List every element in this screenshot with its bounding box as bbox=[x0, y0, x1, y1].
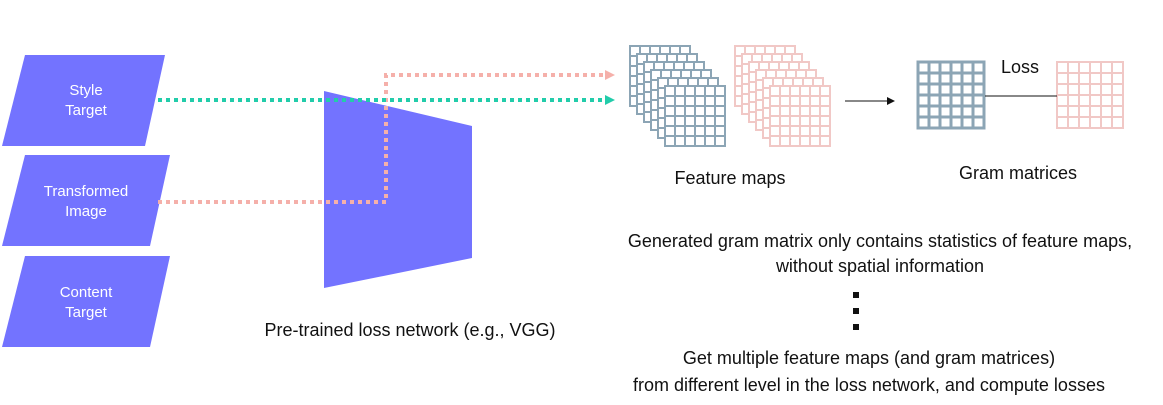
style-gram-grid bbox=[916, 60, 986, 130]
loss-label: Loss bbox=[1000, 57, 1040, 77]
style-target-label-line2: Target bbox=[65, 102, 108, 119]
transformed-feature-map-layer bbox=[769, 85, 831, 147]
style-feature-maps-stack bbox=[629, 45, 726, 147]
multiple-levels-note-line2: from different level in the loss network… bbox=[633, 375, 1105, 395]
gram-matrices-caption: Gram matrices bbox=[958, 163, 1077, 183]
multiple-levels-note: Get multiple feature maps (and gram matr… bbox=[580, 345, 1158, 399]
multiple-levels-note-line1: Get multiple feature maps (and gram matr… bbox=[682, 348, 1056, 368]
transformed-image-label-line1: Transformed bbox=[44, 183, 128, 200]
transformed-gram-grid bbox=[1056, 61, 1124, 129]
transformed-image-label-line2: Image bbox=[65, 203, 107, 220]
loss-network-shape bbox=[324, 91, 472, 288]
network-caption: Pre-trained loss network (e.g., VGG) bbox=[264, 320, 556, 340]
content-target-label-line1: Content bbox=[60, 284, 113, 301]
transformed-image-path bbox=[158, 70, 615, 204]
style-feature-map-layer bbox=[664, 85, 726, 147]
style-target-label-line1: Style bbox=[69, 82, 102, 99]
feature-maps-caption: Feature maps bbox=[674, 168, 786, 188]
vertical-ellipsis bbox=[853, 292, 859, 340]
style-target-input: Style Target bbox=[2, 55, 165, 146]
transformed-feature-maps-stack bbox=[734, 45, 831, 147]
content-target-input: Content Target bbox=[2, 256, 170, 347]
transformed-gram-matrix bbox=[1056, 61, 1124, 129]
spatial-note: Generated gram matrix only contains stat… bbox=[627, 231, 1133, 276]
style-gram-matrix bbox=[916, 60, 986, 130]
transformed-image-input: Transformed Image bbox=[2, 155, 170, 246]
content-target-label-line2: Target bbox=[65, 304, 108, 321]
